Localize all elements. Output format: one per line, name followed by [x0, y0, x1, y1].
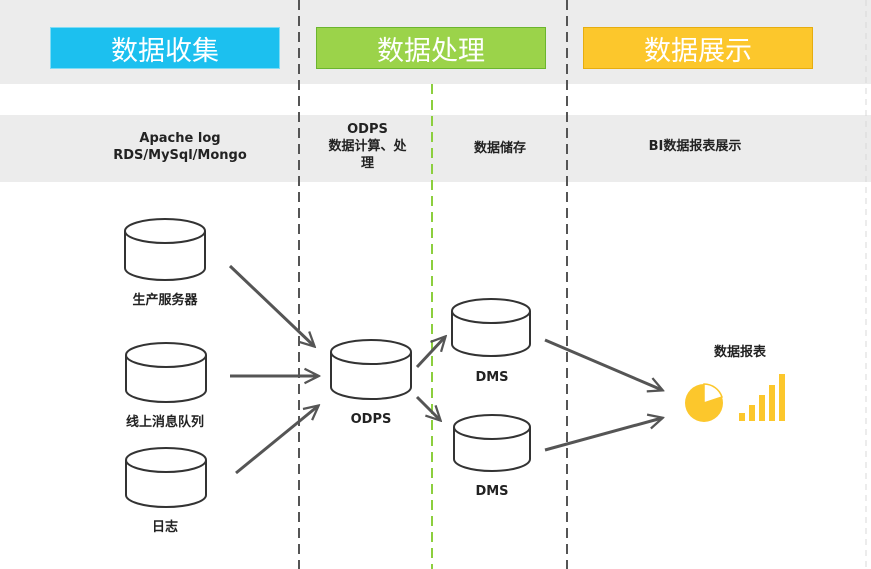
arrow: [544, 418, 662, 452]
header-label: 数据收集: [111, 35, 219, 67]
header-data-processing: 数据处理: [316, 27, 546, 69]
database-cylinder-icon: [330, 339, 412, 400]
node-label-online-queue: 线上消息队列: [125, 415, 204, 430]
arrow: [415, 337, 445, 369]
header-data-collection: 数据收集: [50, 27, 280, 69]
header-data-display: 数据展示: [583, 27, 813, 69]
arrow: [544, 338, 662, 390]
bar-chart-icon: [739, 374, 785, 421]
column-label-band: [0, 115, 871, 182]
node-label-dms-1: DMS: [475, 370, 509, 385]
database-cylinder-icon: [125, 447, 207, 508]
node-label-prod-server: 生产服务器: [132, 293, 198, 308]
column-label-compute: ODPS 数据计算、处 理: [305, 121, 430, 172]
node-label-odps: ODPS: [350, 412, 392, 427]
column-label-line: Apache log: [139, 131, 221, 146]
column-label-collect: Apache log RDS/MySql/Mongo: [60, 130, 300, 164]
flow-arrows: [228, 264, 662, 475]
header-label: 数据展示: [644, 35, 752, 67]
database-cylinder-icon: [124, 218, 206, 281]
pie-chart-icon: [685, 383, 723, 422]
node-label-dms-2: DMS: [475, 484, 509, 499]
node-label-report: 数据报表: [713, 345, 766, 360]
arrow: [228, 264, 314, 346]
header-label: 数据处理: [377, 35, 485, 67]
column-label-line: 数据计算、处: [328, 139, 407, 154]
column-label-line: 理: [360, 156, 374, 171]
arrow: [235, 406, 318, 475]
arrow: [415, 395, 440, 420]
column-label-line: ODPS: [347, 122, 388, 137]
column-label-store: 数据储存: [473, 141, 526, 156]
database-cylinder-icon: [453, 414, 531, 472]
column-label-line: RDS/MySql/Mongo: [113, 148, 247, 163]
database-cylinder-icon: [451, 298, 531, 357]
node-label-log: 日志: [151, 520, 178, 535]
database-cylinder-icon: [125, 342, 207, 403]
column-label-display: BI数据报表展示: [648, 139, 742, 154]
